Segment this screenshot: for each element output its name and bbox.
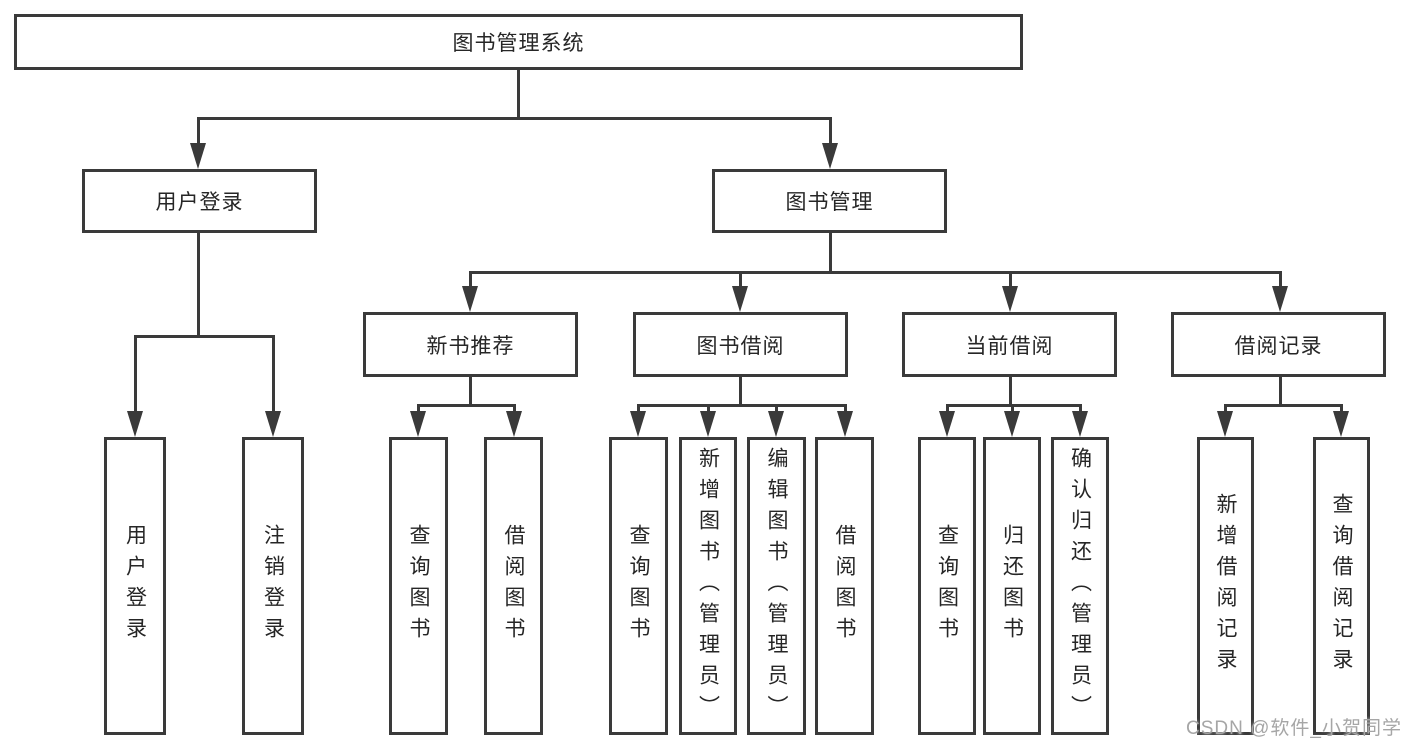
connector-borrow-drop-4 bbox=[844, 404, 847, 416]
connector-borrow-stem bbox=[739, 377, 742, 407]
leaf-borrow-query-books: 查询图书 bbox=[609, 437, 668, 735]
connector-borrow-drop-1 bbox=[637, 404, 640, 416]
connector-records-hline bbox=[1224, 404, 1343, 407]
arrowhead-borrow-edit bbox=[768, 411, 784, 437]
leaf-borrow-query-books-label: 查询图书 bbox=[627, 524, 651, 648]
node-user-login: 用户登录 bbox=[82, 169, 317, 233]
arrowhead-user-login bbox=[190, 143, 206, 169]
connector-borrow-drop-3 bbox=[775, 404, 778, 416]
connector-bookmgmt-drop-2 bbox=[739, 271, 742, 291]
leaf-borrow-borrow-books: 借阅图书 bbox=[815, 437, 874, 735]
leaf-user-login: 用户登录 bbox=[104, 437, 166, 735]
leaf-logout-label: 注销登录 bbox=[261, 524, 285, 648]
connector-root-hline bbox=[197, 117, 832, 120]
arrowhead-book-management bbox=[822, 143, 838, 169]
connector-userlogin-drop-2 bbox=[272, 335, 275, 415]
connector-userlogin-stem bbox=[197, 233, 200, 338]
node-current-borrow: 当前借阅 bbox=[902, 312, 1117, 377]
leaf-newrec-borrow-books-label: 借阅图书 bbox=[502, 524, 526, 648]
leaf-borrow-add-books: 新增图书（管理员） bbox=[679, 437, 737, 735]
leaf-current-confirm-return: 确认归还（管理员） bbox=[1051, 437, 1109, 735]
leaf-current-query-books-label: 查询图书 bbox=[935, 524, 959, 648]
arrowhead-current-query bbox=[939, 411, 955, 437]
leaf-newrec-query-books-label: 查询图书 bbox=[407, 524, 431, 648]
connector-records-drop-2 bbox=[1340, 404, 1343, 416]
leaf-borrow-borrow-books-label: 借阅图书 bbox=[833, 524, 857, 648]
arrowhead-newrec-borrow bbox=[506, 411, 522, 437]
connector-borrow-drop-2 bbox=[707, 404, 710, 416]
arrowhead-current-borrow bbox=[1002, 286, 1018, 312]
node-current-borrow-label: 当前借阅 bbox=[965, 334, 1054, 358]
connector-userlogin-drop-1 bbox=[134, 335, 137, 415]
arrowhead-current-return bbox=[1004, 411, 1020, 437]
leaf-logout: 注销登录 bbox=[242, 437, 304, 735]
arrowhead-borrow-borrow bbox=[837, 411, 853, 437]
connector-bookmgmt-drop-1 bbox=[469, 271, 472, 291]
leaf-current-return-books: 归还图书 bbox=[983, 437, 1041, 735]
node-root-label: 图书管理系统 bbox=[452, 32, 585, 55]
arrowhead-borrow-query bbox=[630, 411, 646, 437]
node-book-management-label: 图书管理 bbox=[785, 191, 874, 214]
leaf-current-confirm-return-label: 确认归还（管理员） bbox=[1068, 446, 1092, 726]
connector-bookmgmt-drop-4 bbox=[1279, 271, 1282, 291]
leaf-records-add-record: 新增借阅记录 bbox=[1197, 437, 1254, 735]
connector-bookmgmt-hline bbox=[469, 271, 1282, 274]
connector-root-drop-left bbox=[197, 117, 200, 149]
leaf-records-add-record-label: 新增借阅记录 bbox=[1214, 493, 1238, 679]
connector-records-stem bbox=[1279, 377, 1282, 407]
leaf-records-query-record-label: 查询借阅记录 bbox=[1330, 493, 1354, 679]
csdn-watermark: CSDN @软件_小贺同学 bbox=[1186, 718, 1402, 739]
arrowhead-leaf-user-login bbox=[127, 411, 143, 437]
node-new-book-recommend: 新书推荐 bbox=[363, 312, 578, 377]
connector-current-stem bbox=[1009, 377, 1012, 407]
connector-newbook-drop-1 bbox=[417, 404, 420, 416]
node-new-book-recommend-label: 新书推荐 bbox=[426, 334, 515, 358]
node-borrow-records-label: 借阅记录 bbox=[1234, 334, 1323, 358]
arrowhead-current-confirm bbox=[1072, 411, 1088, 437]
node-root: 图书管理系统 bbox=[14, 14, 1023, 70]
leaf-newrec-borrow-books: 借阅图书 bbox=[484, 437, 543, 735]
node-book-borrow-label: 图书借阅 bbox=[696, 334, 785, 358]
arrowhead-new-book-recommend bbox=[462, 286, 478, 312]
leaf-borrow-edit-books: 编辑图书（管理员） bbox=[747, 437, 806, 735]
node-user-login-label: 用户登录 bbox=[155, 191, 244, 214]
connector-userlogin-hline bbox=[134, 335, 275, 338]
connector-current-drop-1 bbox=[946, 404, 949, 416]
leaf-borrow-add-books-label: 新增图书（管理员） bbox=[696, 446, 720, 726]
leaf-borrow-edit-books-label: 编辑图书（管理员） bbox=[765, 446, 789, 726]
connector-newbook-stem bbox=[469, 377, 472, 407]
connector-current-drop-2 bbox=[1011, 404, 1014, 416]
arrowhead-borrow-records bbox=[1272, 286, 1288, 312]
connector-current-drop-3 bbox=[1079, 404, 1082, 416]
leaf-current-query-books: 查询图书 bbox=[918, 437, 976, 735]
arrowhead-book-borrow bbox=[732, 286, 748, 312]
connector-root-stem bbox=[517, 69, 520, 118]
leaf-newrec-query-books: 查询图书 bbox=[389, 437, 448, 735]
leaf-current-return-books-label: 归还图书 bbox=[1000, 524, 1024, 648]
node-borrow-records: 借阅记录 bbox=[1171, 312, 1386, 377]
arrowhead-borrow-add bbox=[700, 411, 716, 437]
leaf-records-query-record: 查询借阅记录 bbox=[1313, 437, 1370, 735]
arrowhead-newrec-query bbox=[410, 411, 426, 437]
node-book-management: 图书管理 bbox=[712, 169, 947, 233]
connector-root-drop-right bbox=[829, 117, 832, 149]
arrowhead-records-query bbox=[1333, 411, 1349, 437]
leaf-user-login-label: 用户登录 bbox=[123, 524, 147, 648]
connector-bookmgmt-drop-3 bbox=[1009, 271, 1012, 291]
connector-borrow-hline bbox=[637, 404, 846, 407]
connector-records-drop-1 bbox=[1224, 404, 1227, 416]
arrowhead-records-add bbox=[1217, 411, 1233, 437]
connector-bookmgmt-stem bbox=[829, 233, 832, 274]
node-book-borrow: 图书借阅 bbox=[633, 312, 848, 377]
arrowhead-leaf-logout bbox=[265, 411, 281, 437]
connector-newbook-hline bbox=[417, 404, 515, 407]
connector-newbook-drop-2 bbox=[513, 404, 516, 416]
